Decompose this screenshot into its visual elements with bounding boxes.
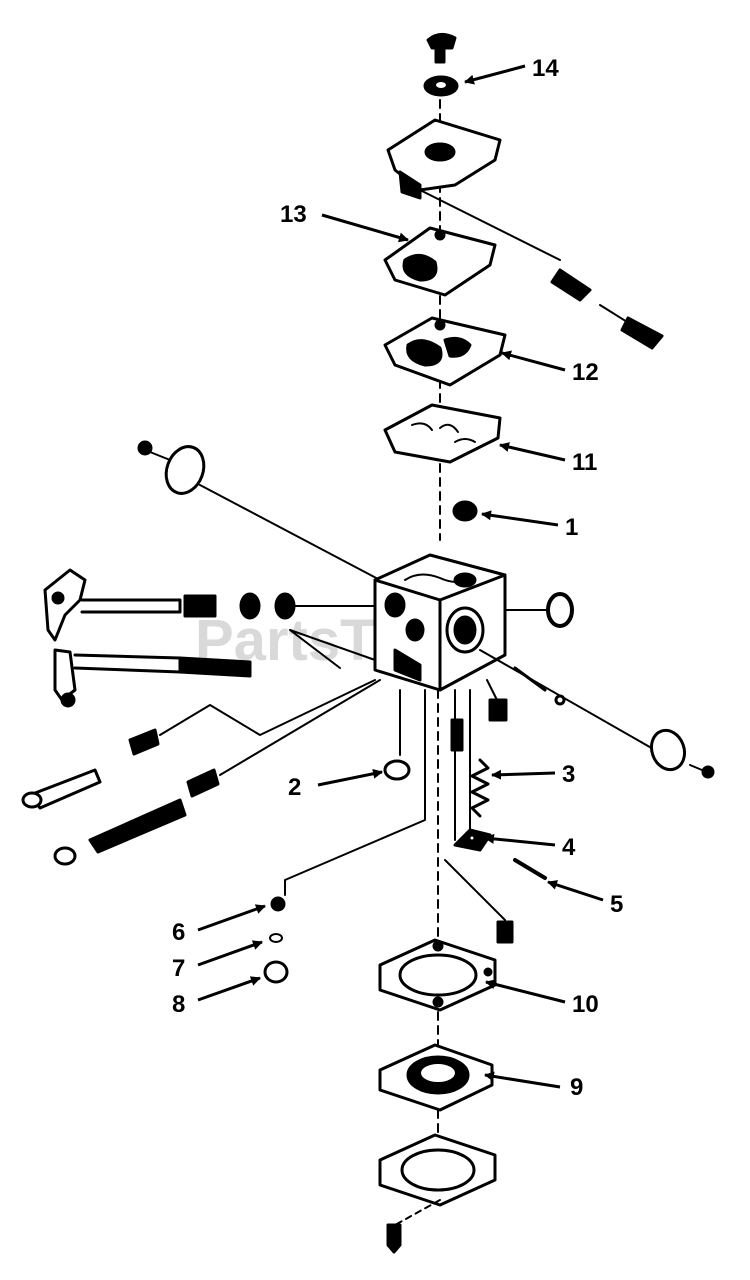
plug-part-2 bbox=[383, 689, 411, 781]
callout-arrow-5 bbox=[547, 880, 604, 902]
callout-arrow-12 bbox=[501, 350, 566, 372]
callout-label-5: 5 bbox=[610, 891, 623, 918]
callout-arrow-2 bbox=[317, 768, 383, 787]
callout-arrow-6 bbox=[197, 904, 266, 932]
gasket-part-13 bbox=[383, 226, 497, 297]
throttle-shaft-part bbox=[43, 568, 376, 642]
callout-label-1: 1 bbox=[565, 514, 578, 541]
top-screw-part bbox=[426, 33, 457, 64]
callout-arrow-8 bbox=[197, 976, 261, 1002]
cap-part-1 bbox=[452, 500, 478, 522]
callout-arrow-11 bbox=[499, 442, 566, 462]
needle-valve-assembly bbox=[263, 689, 426, 984]
gasket-part-10 bbox=[378, 938, 497, 1012]
callout-label-13: 13 bbox=[280, 201, 307, 228]
bottom-cover-part bbox=[378, 1133, 497, 1254]
needle-screw-lower bbox=[53, 679, 381, 866]
pin-part-5 bbox=[444, 858, 547, 944]
left-disc-part bbox=[137, 440, 381, 581]
spring-part-3 bbox=[450, 689, 490, 841]
callout-arrow-1 bbox=[481, 510, 559, 527]
washer-part-14 bbox=[423, 75, 459, 97]
callout-label-14: 14 bbox=[532, 55, 559, 82]
callout-label-8: 8 bbox=[172, 991, 185, 1018]
pump-cover-part bbox=[386, 118, 502, 200]
callout-label-7: 7 bbox=[172, 955, 185, 982]
callout-arrow-13 bbox=[321, 213, 409, 243]
callout-arrow-4 bbox=[484, 833, 556, 847]
callout-label-11: 11 bbox=[572, 449, 597, 476]
callout-arrow-14 bbox=[464, 64, 526, 85]
diaphragm-part-9 bbox=[378, 1043, 494, 1112]
callout-arrow-3 bbox=[491, 769, 556, 780]
carburetor-body-part bbox=[373, 553, 574, 692]
plate-part-11 bbox=[383, 403, 502, 464]
callout-label-3: 3 bbox=[562, 761, 575, 788]
callout-label-2: 2 bbox=[288, 774, 301, 801]
callout-arrow-9 bbox=[484, 1071, 561, 1089]
callout-label-9: 9 bbox=[570, 1074, 583, 1101]
needle-screw-upper bbox=[21, 679, 376, 810]
callout-arrow-10 bbox=[485, 979, 566, 1004]
diaphragm-part-12 bbox=[383, 316, 507, 387]
callout-arrow-7 bbox=[197, 940, 263, 967]
callout-label-12: 12 bbox=[572, 359, 599, 386]
callout-label-4: 4 bbox=[562, 834, 576, 861]
choke-shaft-part bbox=[53, 629, 376, 708]
adjust-spring-part bbox=[419, 189, 664, 350]
callout-label-10: 10 bbox=[572, 991, 599, 1018]
callout-label-6: 6 bbox=[172, 919, 185, 946]
inlet-block-part bbox=[486, 679, 508, 722]
right-disc-part bbox=[479, 649, 715, 779]
lever-part-4 bbox=[453, 828, 492, 852]
